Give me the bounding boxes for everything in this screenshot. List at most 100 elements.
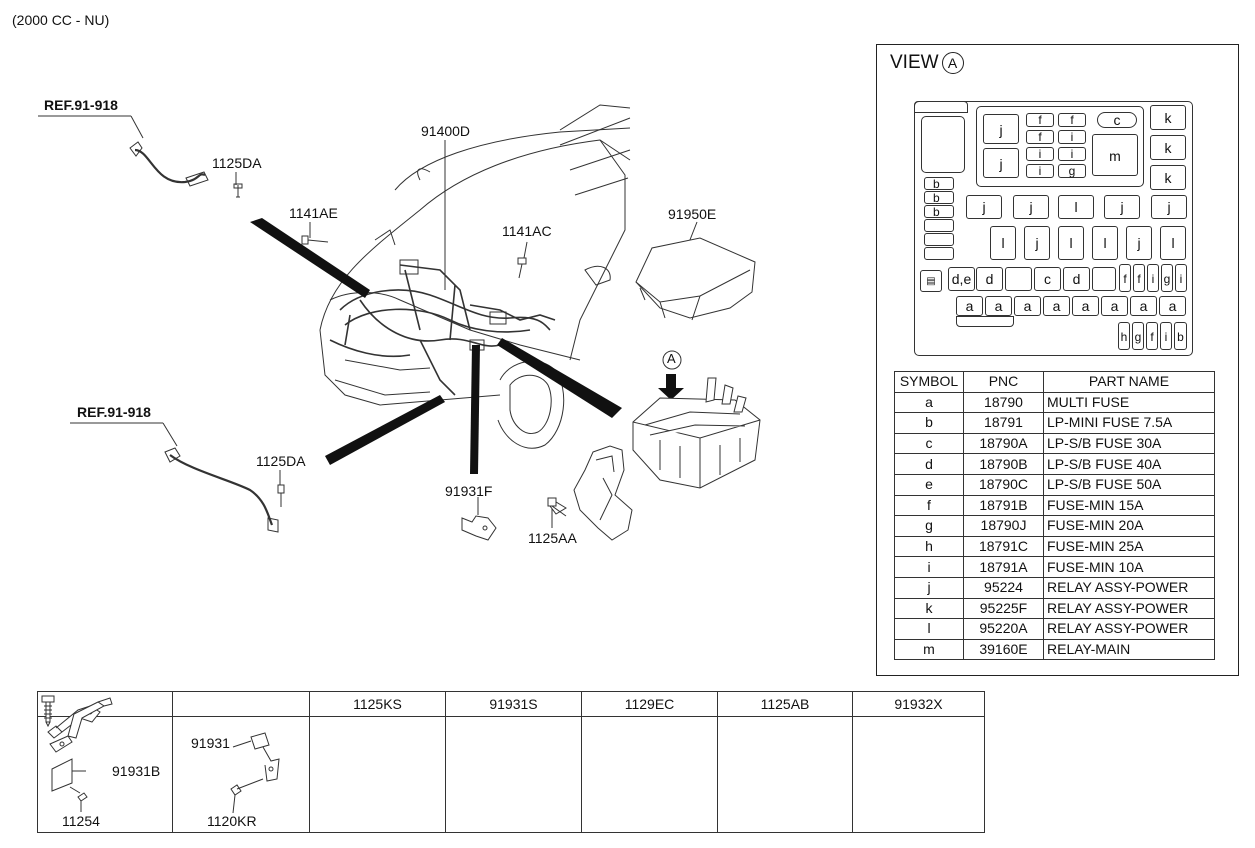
- parts-symbol-cell: a: [894, 391, 964, 414]
- fuse-d: d: [1063, 267, 1090, 291]
- parts-symbol-cell: i: [894, 556, 964, 578]
- fuse-de: d,e: [948, 267, 975, 291]
- fuse-grid-icon: ▤: [920, 270, 942, 292]
- parts-symbol-cell: k: [894, 597, 964, 620]
- parts-part-name-cell: RELAY ASSY-POWER: [1043, 576, 1215, 599]
- fastener-cell-1125ks: [42, 695, 446, 833]
- parts-pnc-cell: 18790B: [963, 453, 1044, 475]
- parts-pnc-cell: 95220A: [963, 618, 1044, 640]
- fuse-j: j: [983, 114, 1019, 144]
- parts-table-header: SYMBOL PNC PART NAME: [894, 371, 1215, 393]
- fastener-header: 91931S: [445, 691, 582, 717]
- fuse-f: f: [1146, 322, 1158, 350]
- view-a-panel: [876, 44, 1239, 676]
- multi-fuse-a: a: [1130, 296, 1157, 316]
- fuse-box-cover: [635, 237, 756, 321]
- fastener-header: [172, 691, 310, 717]
- parts-pnc-cell: 18791: [963, 412, 1044, 434]
- parts-part-name-cell: MULTI FUSE: [1043, 391, 1215, 414]
- multi-fuse-a: a: [956, 296, 983, 316]
- fuse-g: g: [1132, 322, 1144, 350]
- relay-l: l: [1160, 226, 1186, 260]
- parts-part-name-cell: FUSE-MIN 10A: [1043, 556, 1215, 578]
- fastener-table: 1125KS 91931S 1129EC 1125AB 91932X 91931…: [37, 691, 985, 833]
- parts-pnc-cell: 18790A: [963, 432, 1044, 455]
- multi-fuse-a: a: [1101, 296, 1128, 316]
- relay-bracket: [547, 445, 633, 541]
- pointer-wedge: [497, 338, 622, 418]
- engine-note: (2000 CC - NU): [12, 12, 110, 28]
- label-1125da-top: 1125DA: [212, 155, 262, 171]
- parts-pnc-cell: 39160E: [963, 638, 1044, 661]
- fuse-slot-empty: [924, 247, 954, 260]
- fuse-f: f: [1026, 130, 1054, 144]
- bracket-icon: [48, 696, 113, 753]
- fuse-f: f: [1026, 113, 1054, 127]
- fuse-i: i: [1175, 264, 1187, 292]
- fastener-cell-91931: 91931 1120KR: [172, 716, 310, 833]
- fuse-i: i: [1026, 164, 1054, 178]
- parts-symbol-cell: f: [894, 494, 964, 517]
- pointer-wedge: [250, 218, 370, 298]
- label-91950e: 91950E: [668, 206, 717, 222]
- fuse-f: f: [1058, 113, 1086, 127]
- ref-label-top: REF.91-918: [44, 97, 118, 113]
- relay-j: j: [1013, 195, 1049, 219]
- relay-j: j: [966, 195, 1002, 219]
- fuse-c: c: [1097, 112, 1137, 128]
- col-header: PART NAME: [1043, 371, 1215, 393]
- parts-symbol-cell: b: [894, 412, 964, 434]
- label-1125da-bottom: 1125DA: [256, 453, 306, 469]
- label-1141ae: 1141AE: [289, 205, 338, 221]
- parts-part-name-cell: RELAY ASSY-POWER: [1043, 597, 1215, 620]
- parts-pnc-cell: 18791B: [963, 494, 1044, 517]
- parts-symbol-cell: l: [894, 618, 964, 640]
- multi-fuse-a: a: [1072, 296, 1099, 316]
- label-91400d: 91400D: [421, 123, 471, 139]
- relay-k: k: [1150, 135, 1186, 160]
- col-header: SYMBOL: [894, 371, 964, 393]
- parts-part-name-cell: FUSE-MIN 15A: [1043, 494, 1215, 517]
- harness-diagram: [38, 104, 761, 541]
- label-1141ac: 1141AC: [502, 223, 552, 239]
- fastener-header: 1129EC: [581, 691, 718, 717]
- ref-label-bottom: REF.91-918: [77, 404, 151, 420]
- part-91931b-label: 91931B: [112, 763, 161, 779]
- fuse-h: h: [1118, 322, 1130, 350]
- parts-pnc-cell: 18791A: [963, 556, 1044, 578]
- parts-symbol-cell: d: [894, 453, 964, 475]
- fastener-cell-1125ab: [41, 695, 853, 833]
- multi-fuse-a: a: [1159, 296, 1186, 316]
- fuse-slot-empty: [1092, 267, 1116, 291]
- multi-fuse-a: a: [1014, 296, 1041, 316]
- relay-l: l: [1092, 226, 1118, 260]
- relay-j: j: [1151, 195, 1187, 219]
- parts-pnc-cell: 95224: [963, 576, 1044, 599]
- fastener-cell-1129ec: [41, 695, 718, 833]
- label-91931f: 91931F: [445, 483, 493, 499]
- parts-part-name-cell: LP-S/B FUSE 30A: [1043, 432, 1215, 455]
- fuse-slot-empty: [1005, 267, 1032, 291]
- relay-j: j: [1024, 226, 1050, 260]
- relay-l: l: [1058, 195, 1094, 219]
- fuse-i: i: [1058, 147, 1086, 161]
- parts-part-name-cell: RELAY-MAIN: [1043, 638, 1215, 661]
- parts-part-name-cell: FUSE-MIN 25A: [1043, 535, 1215, 558]
- parts-pnc-cell: 18791C: [963, 535, 1044, 558]
- fuse-slot-empty: [924, 219, 954, 232]
- fuse-d: d: [976, 267, 1003, 291]
- fuse-slot-empty: [924, 233, 954, 246]
- parts-symbol-cell: m: [894, 638, 964, 661]
- fuse-box-assembly: [632, 377, 761, 489]
- fuse-g: g: [1161, 264, 1173, 292]
- fuse-i: i: [1058, 130, 1086, 144]
